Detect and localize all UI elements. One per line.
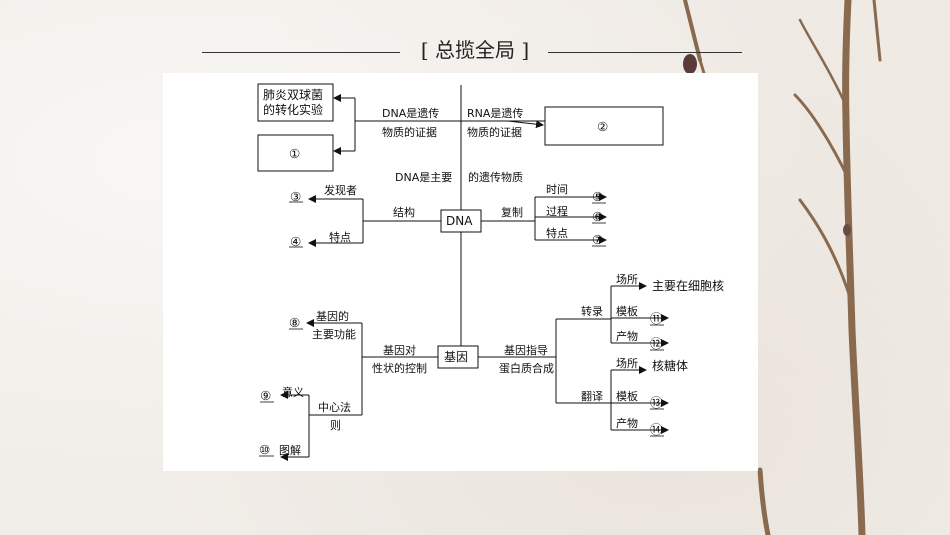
- site1-value: 主要在细胞核: [652, 279, 724, 293]
- header-rule-right: [548, 52, 742, 53]
- meaning-label: 意义: [282, 385, 304, 399]
- blank-1: ①: [289, 146, 300, 161]
- page-title: [ 总揽全局 ]: [420, 38, 530, 62]
- dna-evidence-1: DNA是遗传: [382, 106, 439, 120]
- rna-evidence-2: 物质的证据: [467, 125, 522, 139]
- site2-value: 核糖体: [652, 358, 688, 373]
- concept-map: 肺炎双球菌 的转化实验 ① ② DNA是遗传 物质的证据 RNA是遗传 物质的证…: [257, 83, 724, 461]
- guide-1: 基因指导: [504, 343, 548, 357]
- product1-label: 产物: [616, 329, 638, 343]
- blank-3: ③: [290, 189, 301, 204]
- dogma-2: 则: [330, 419, 341, 432]
- gene-func-1: 基因的: [316, 309, 349, 323]
- arrow-to-blank2: [507, 120, 544, 129]
- template1-label: 模板: [616, 304, 638, 318]
- discoverer-label: 发现者: [324, 183, 357, 197]
- concept-map-card: 肺炎双球菌 的转化实验 ① ② DNA是遗传 物质的证据 RNA是遗传 物质的证…: [163, 73, 758, 471]
- blank-13: ⑬: [650, 395, 663, 410]
- illustration-label: 图解: [279, 443, 301, 457]
- gene-func-2: 主要功能: [312, 327, 356, 341]
- main-material-1: DNA是主要: [395, 171, 452, 184]
- rna-evidence-1: RNA是遗传: [467, 106, 523, 120]
- dna-center-label: DNA: [446, 214, 473, 228]
- blank-5: ⑤: [592, 189, 603, 204]
- experiment-box: [257, 83, 334, 122]
- site2-label: 场所: [616, 356, 638, 370]
- experiment-label-1: 肺炎双球菌: [263, 88, 323, 102]
- dogma-1: 中心法: [318, 400, 351, 414]
- header-rule-left: [202, 52, 400, 53]
- dna-evidence-2: 物质的证据: [382, 125, 437, 139]
- blank-8: ⑧: [289, 315, 300, 330]
- time-label: 时间: [546, 183, 568, 196]
- gene-center-label: 基因: [444, 350, 468, 364]
- replication-label: 复制: [501, 205, 523, 219]
- product2-label: 产物: [616, 416, 638, 430]
- feature-label: 特点: [329, 230, 351, 244]
- blank-2: ②: [597, 119, 608, 134]
- experiment-label-2: 的转化实验: [263, 102, 323, 117]
- blank-10: ⑩: [259, 442, 270, 457]
- blank-4: ④: [290, 234, 301, 249]
- structure-label: 结构: [393, 205, 415, 219]
- transcription-label: 转录: [581, 304, 603, 318]
- template2-label: 模板: [616, 389, 638, 403]
- guide-2: 蛋白质合成: [499, 361, 554, 375]
- rep-feature-label: 特点: [546, 226, 568, 240]
- blank-14: ⑭: [650, 422, 663, 437]
- translation-label: 翻译: [581, 389, 603, 403]
- blank2-box: [544, 106, 664, 146]
- blank-9: ⑨: [260, 388, 271, 403]
- blank-11: ⑪: [650, 311, 663, 326]
- blank-6: ⑥: [592, 209, 603, 224]
- blank-7: ⑦: [592, 232, 603, 247]
- control-1: 基因对: [383, 343, 416, 357]
- blank-12: ⑫: [650, 336, 663, 351]
- section-header: [ 总揽全局 ]: [0, 34, 950, 68]
- main-material-2: 的遗传物质: [468, 170, 523, 184]
- process-label: 过程: [546, 205, 568, 218]
- control-2: 性状的控制: [372, 361, 427, 375]
- site1-label: 场所: [616, 272, 638, 286]
